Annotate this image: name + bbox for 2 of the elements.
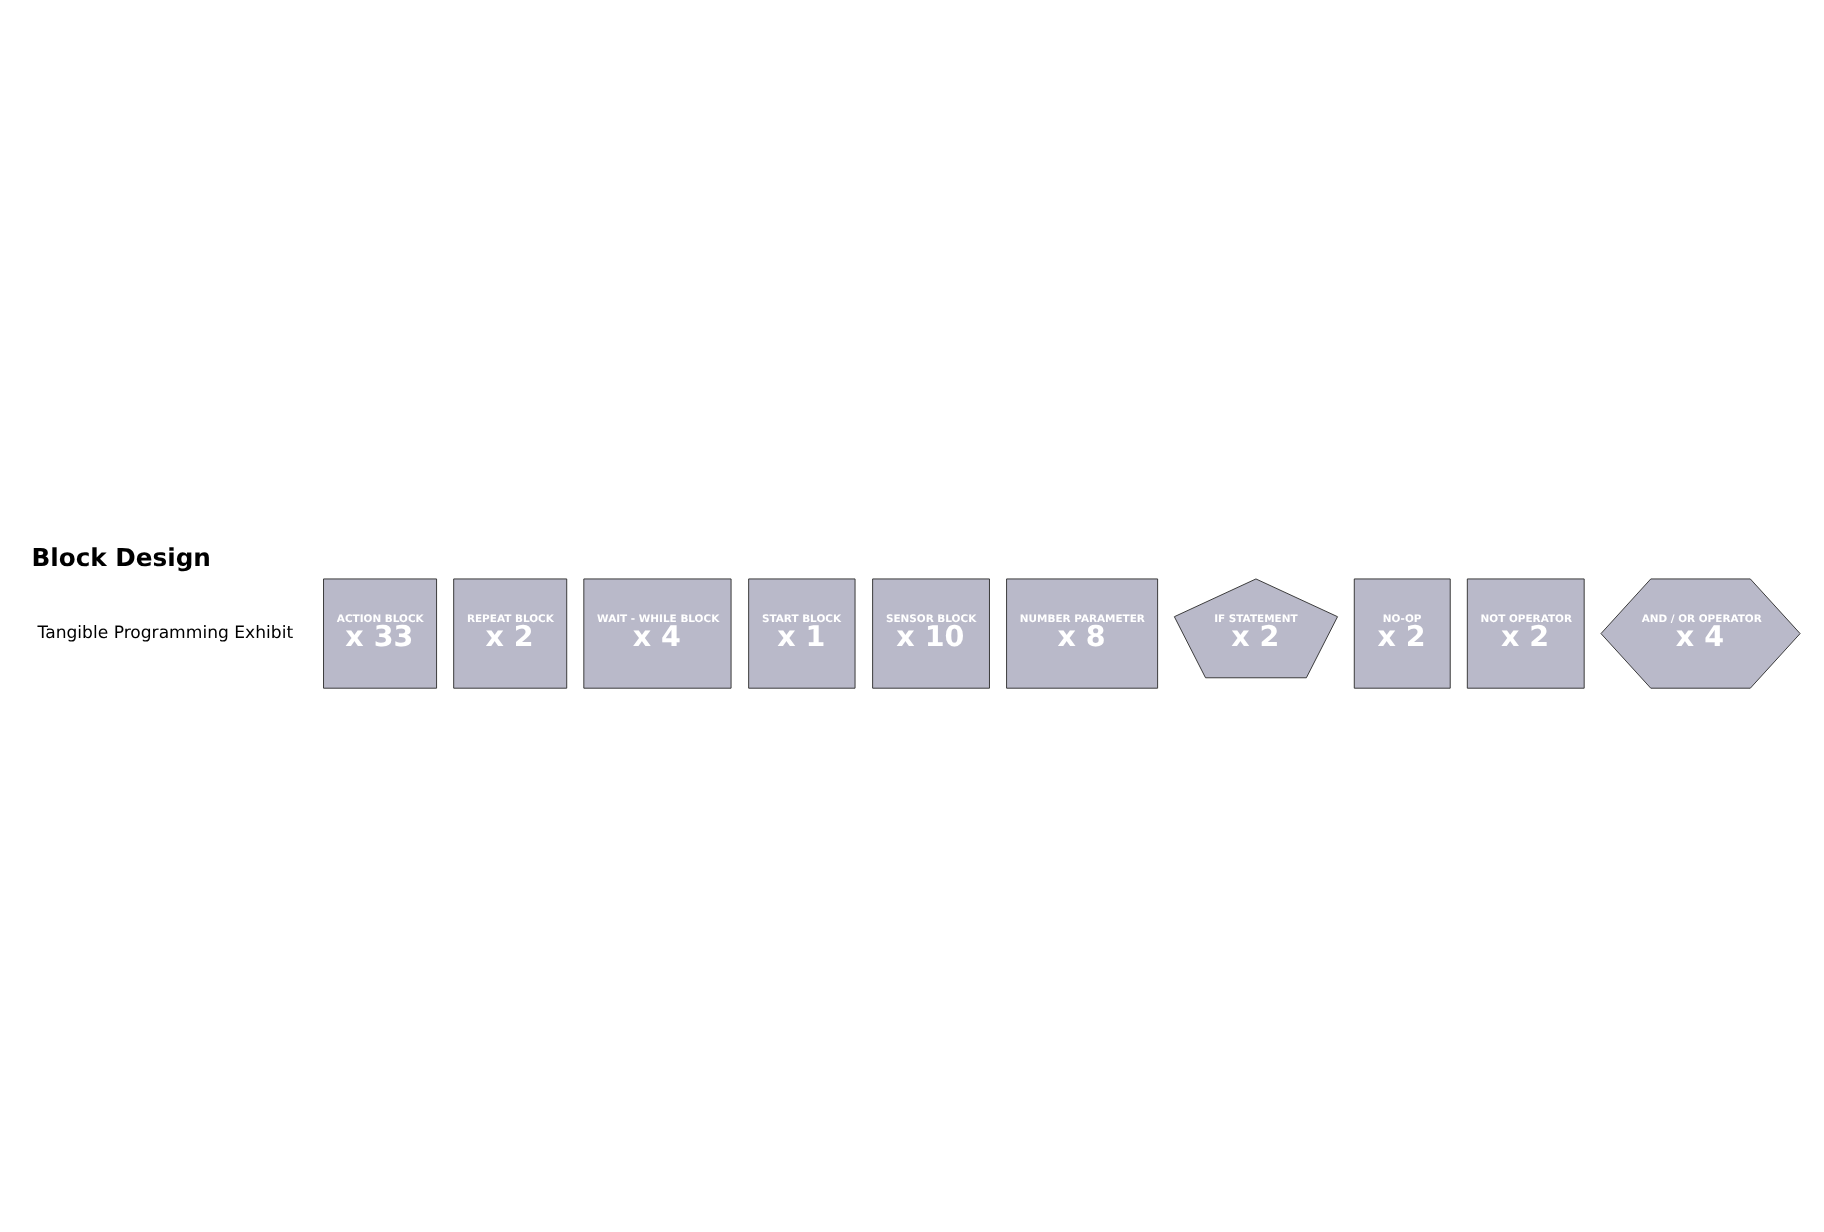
diagram-title: Block Design — [31, 544, 211, 573]
label: Tangible Programming Exhibit — [37, 623, 294, 644]
